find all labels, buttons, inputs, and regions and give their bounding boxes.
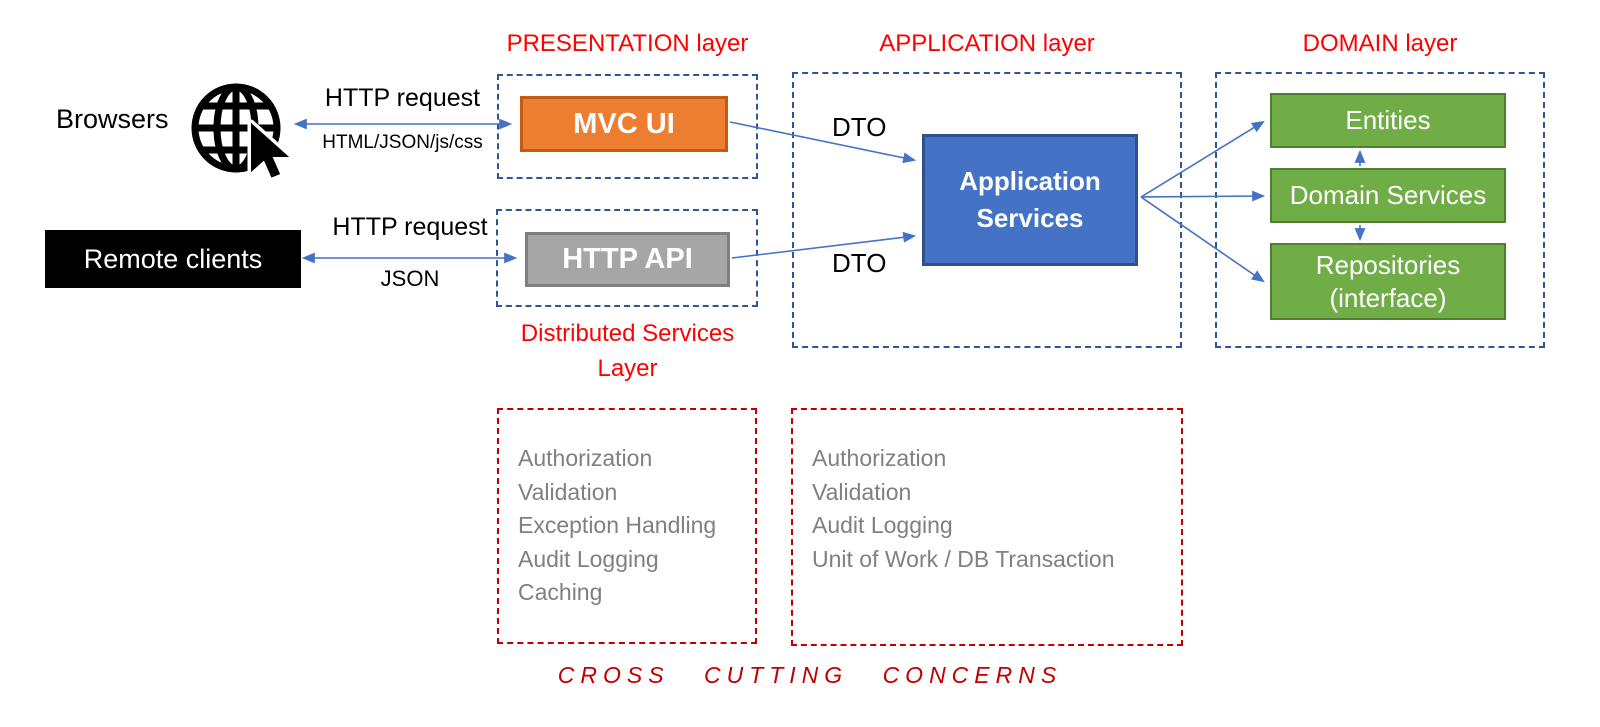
concern-item: Authorization bbox=[812, 445, 947, 471]
distributed-concerns-box bbox=[497, 408, 757, 644]
entities-node: Entities bbox=[1270, 93, 1506, 148]
distributed-services-layer-title: Distributed Services Layer bbox=[497, 316, 758, 386]
concern-item: Exception Handling bbox=[518, 512, 717, 538]
application-services-node: Application Services bbox=[922, 134, 1138, 266]
application-layer-title: APPLICATION layer bbox=[879, 30, 1095, 57]
domain-services-node: Domain Services bbox=[1270, 168, 1506, 223]
globe-with-cursor-icon bbox=[191, 83, 293, 181]
remote-clients-node: Remote clients bbox=[45, 230, 301, 288]
http-api-node: HTTP API bbox=[525, 232, 730, 287]
domain-layer-title: DOMAIN layer bbox=[1302, 30, 1458, 57]
concern-item: Authorization bbox=[518, 445, 653, 471]
dto-top-label: DTO bbox=[832, 112, 887, 142]
repositories-label-line1: Repositories bbox=[1315, 249, 1461, 280]
entities-label: Entities bbox=[1345, 105, 1431, 135]
presentation-layer-title: PRESENTATION layer bbox=[506, 30, 749, 57]
distributed-services-layer-title-line2: Layer bbox=[597, 355, 658, 382]
application-concerns-list: Authorization Validation Audit Logging U… bbox=[812, 442, 1115, 576]
application-concerns-box bbox=[791, 408, 1183, 646]
mvc-ui-node: MVC UI bbox=[520, 96, 728, 152]
cross-cutting-concerns-caption: CROSS CUTTING CONCERNS bbox=[557, 662, 1063, 688]
browser-http-format-label: HTML/JSON/js/css bbox=[322, 132, 483, 153]
mvc-ui-label: MVC UI bbox=[573, 107, 675, 140]
concern-item: Validation bbox=[518, 478, 618, 505]
domain-services-label: Domain Services bbox=[1289, 180, 1487, 210]
concern-item: Audit Logging bbox=[812, 512, 953, 538]
application-services-label-line1: Application bbox=[959, 166, 1101, 196]
client-http-request-label: HTTP request bbox=[332, 213, 488, 241]
concern-item: Caching bbox=[518, 579, 603, 605]
browsers-label: Browsers bbox=[56, 104, 169, 134]
concern-item: Audit Logging bbox=[518, 545, 659, 572]
client-http-format-label: JSON bbox=[380, 266, 440, 291]
concern-item: Validation bbox=[812, 478, 912, 505]
distributed-concerns-list: Authorization Validation Exception Handl… bbox=[518, 442, 716, 610]
application-services-label-line2: Services bbox=[976, 203, 1084, 233]
concern-item: Unit of Work / DB Transaction bbox=[812, 545, 1115, 572]
distributed-services-layer-title-line1: Distributed Services bbox=[520, 320, 735, 347]
browser-http-request-label: HTTP request bbox=[324, 84, 481, 112]
dto-bottom-label: DTO bbox=[832, 248, 887, 278]
repositories-node: Repositories (interface) bbox=[1270, 243, 1506, 320]
repositories-label-line2: (interface) bbox=[1329, 282, 1447, 313]
http-api-label: HTTP API bbox=[562, 243, 693, 275]
remote-clients-label: Remote clients bbox=[83, 243, 263, 274]
